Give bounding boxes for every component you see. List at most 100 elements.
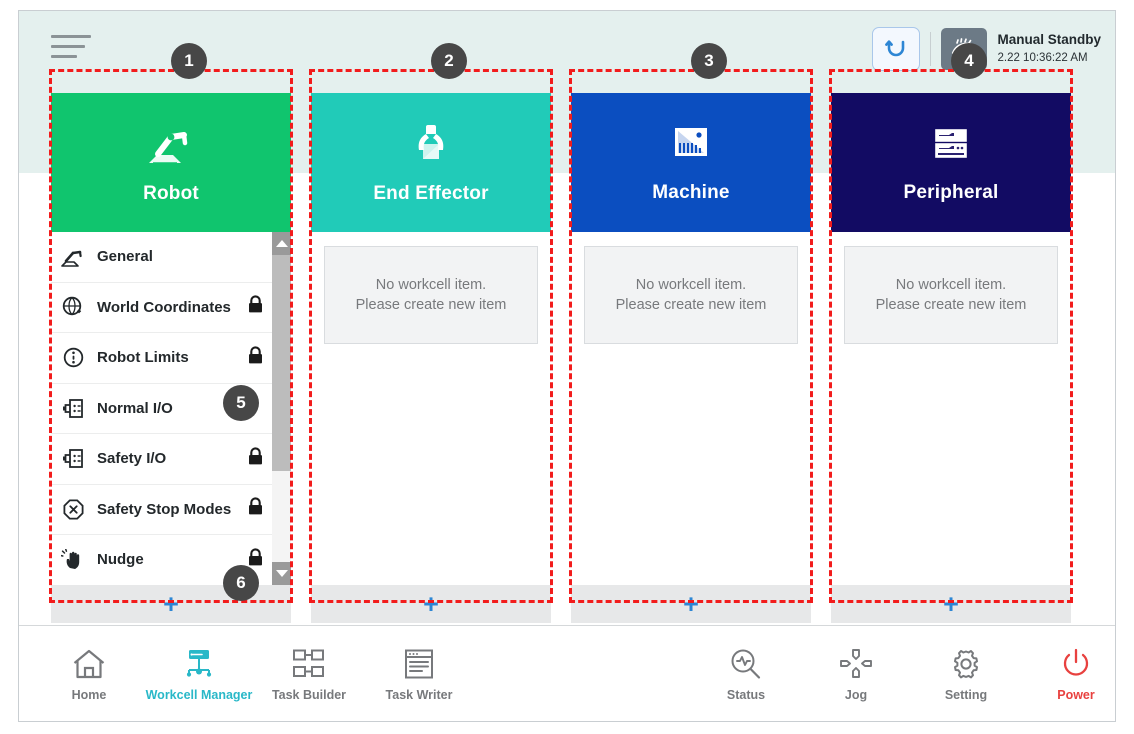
robot-list-item-label: General (97, 248, 153, 266)
card-header-end-effector[interactable]: End Effector (311, 93, 551, 232)
card-title: Peripheral (903, 181, 999, 203)
robot-arm-icon (60, 246, 86, 268)
card-body-machine: No workcell item. Please create new item (571, 232, 811, 585)
nav-item-label: Power (1057, 688, 1095, 702)
annotation-badge-5: 5 (223, 385, 259, 421)
nav-item-setting[interactable]: Setting (911, 642, 1021, 702)
card-body-end-effector: No workcell item. Please create new item (311, 232, 551, 585)
placeholder-line-2: Please create new item (615, 297, 767, 313)
robot-arm-icon (149, 131, 188, 164)
status-title: Manual Standby (997, 32, 1101, 48)
empty-placeholder: No workcell item. Please create new item (844, 246, 1058, 344)
column-peripheral: Peripheral No workcell item. Please crea… (831, 93, 1071, 623)
globe-coord-icon (60, 295, 86, 319)
nav-item-label: Home (71, 688, 107, 702)
placeholder-line-2: Please create new item (355, 297, 507, 313)
add-item-machine[interactable]: + (571, 585, 811, 623)
list-scrollbar[interactable] (272, 232, 291, 585)
nav-item-label: Task Builder (271, 688, 347, 702)
reset-button[interactable] (872, 27, 921, 71)
placeholder-line-1: No workcell item. (895, 277, 1007, 293)
scrollbar-thumb[interactable] (272, 255, 291, 471)
placeholder-line-1: No workcell item. (375, 277, 487, 293)
robot-list-item[interactable]: Safety Stop Modes (51, 484, 272, 535)
hand-nudge-icon (60, 548, 86, 571)
nav-item-workcell-manager[interactable]: Workcell Manager (144, 642, 254, 702)
header-divider (930, 32, 932, 66)
hamburger-line (51, 35, 91, 38)
robot-list-item[interactable]: World Coordinates (51, 282, 272, 333)
robot-list-item-label: Normal I/O (97, 399, 173, 417)
nav-item-label: Status (726, 688, 766, 702)
nav-item-jog[interactable]: Jog (801, 642, 911, 702)
scroll-down-button[interactable] (272, 562, 291, 585)
scroll-up-button[interactable] (272, 232, 291, 255)
card-header-machine[interactable]: Machine (571, 93, 811, 232)
card-header-peripheral[interactable]: Peripheral (831, 93, 1071, 232)
nav-item-label: Jog (844, 688, 868, 702)
nav-item-label: Workcell Manager (145, 688, 253, 702)
add-item-peripheral[interactable]: + (831, 585, 1071, 623)
lock-icon (247, 447, 264, 471)
nav-item-home[interactable]: Home (34, 642, 144, 702)
limits-circle-icon (60, 346, 86, 369)
status-text-group: Manual Standby 2.22 10:36:22 AM (997, 32, 1101, 65)
annotation-badge-2: 2 (431, 43, 467, 79)
nav-item-label: Setting (944, 688, 988, 702)
io-port-icon (60, 447, 86, 470)
power-icon (1060, 642, 1092, 680)
chevron-up-icon (275, 240, 288, 247)
hamburger-line (51, 45, 85, 48)
lock-icon (247, 548, 264, 572)
lock-icon (247, 346, 264, 370)
header-right-group: Manual Standby 2.22 10:36:22 AM (872, 27, 1101, 71)
card-body-peripheral: No workcell item. Please create new item (831, 232, 1071, 585)
annotation-badge-1: 1 (171, 43, 207, 79)
status-timestamp: 2.22 10:36:22 AM (997, 52, 1088, 65)
card-header-robot[interactable]: Robot (51, 93, 291, 232)
reset-circular-arrow-icon (885, 40, 905, 57)
robot-list-item-label: Nudge (97, 551, 144, 569)
robot-list-item[interactable]: General (51, 232, 272, 283)
plus-icon: + (163, 588, 179, 619)
annotation-badge-3: 3 (691, 43, 727, 79)
gripper-icon (418, 124, 444, 159)
card-title: Machine (652, 181, 730, 203)
plus-icon: + (423, 588, 439, 619)
robot-list-item-label: Safety I/O (97, 450, 167, 468)
robot-list-item-label: Robot Limits (97, 349, 189, 367)
server-rack-icon (935, 128, 967, 158)
task-writer-icon (403, 642, 435, 680)
annotation-badge-4: 4 (951, 43, 987, 79)
add-item-end-effector[interactable]: + (311, 585, 551, 623)
status-pulse-icon (729, 642, 763, 680)
machine-icon (675, 127, 707, 156)
lock-icon (247, 497, 264, 521)
nav-item-task-builder[interactable]: Task Builder (254, 642, 364, 702)
stop-octagon-icon (60, 498, 86, 521)
task-builder-icon (291, 642, 327, 680)
robot-list-item[interactable]: Robot Limits (51, 333, 272, 384)
io-port-icon (60, 397, 86, 420)
workcell-manager-screen: Manual Standby 2.22 10:36:22 AM Robot (18, 10, 1116, 722)
placeholder-line-1: No workcell item. (635, 277, 747, 293)
hamburger-menu-icon[interactable] (51, 35, 91, 67)
gear-icon (949, 642, 983, 680)
nav-item-status[interactable]: Status (691, 642, 801, 702)
card-title: End Effector (373, 182, 489, 204)
plus-icon: + (943, 588, 959, 619)
lock-icon (247, 295, 264, 319)
robot-list-item[interactable]: Safety I/O (51, 434, 272, 485)
nav-item-task-writer[interactable]: Task Writer (364, 642, 474, 702)
empty-placeholder: No workcell item. Please create new item (324, 246, 538, 344)
chevron-down-icon (275, 570, 288, 577)
column-machine: Machine No workcell item. Please create … (571, 93, 811, 623)
empty-placeholder: No workcell item. Please create new item (584, 246, 798, 344)
robot-list-item-label: Safety Stop Modes (97, 500, 232, 518)
column-end-effector: End Effector No workcell item. Please cr… (311, 93, 551, 623)
nav-item-power[interactable]: Power (1021, 642, 1115, 702)
home-icon (72, 642, 106, 680)
